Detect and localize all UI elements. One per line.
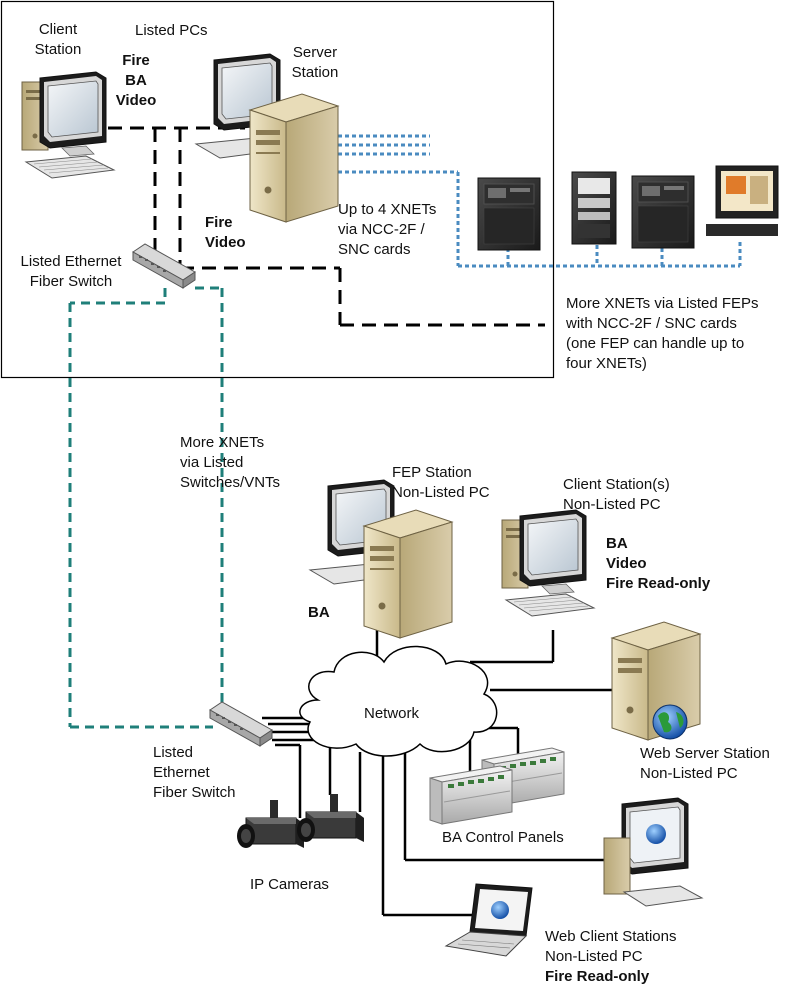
ip-camera-1: [236, 799, 305, 849]
listed-ethernet-switch-bottom: [209, 701, 273, 747]
web-clients-role-label: Fire Read-only: [545, 968, 650, 985]
listed-ethernet-switch-top: [132, 243, 196, 289]
network-cloud: [299, 645, 498, 757]
fire-panel-1: [477, 177, 541, 251]
network-label: Network: [364, 705, 420, 722]
fep-role-label: BA: [308, 604, 330, 621]
ip-cameras-label: IP Cameras: [250, 876, 329, 893]
fire-workstation: [706, 165, 779, 236]
ip-camera-2: [296, 793, 365, 843]
web-client-pc: [603, 797, 704, 907]
xnet-lines: [338, 134, 742, 268]
fiber-lines: [68, 286, 224, 729]
listed-pcs-label: Listed PCs: [135, 22, 208, 39]
fire-panel-2: [571, 171, 617, 245]
web-client-laptop: [444, 883, 533, 957]
ba-panels-label: BA Control Panels: [442, 829, 564, 846]
client-stations-label: Client Station(s)Non-Listed PC: [563, 476, 670, 513]
listed-zone-box: [0, 0, 555, 379]
client-stations-pc: [501, 509, 595, 617]
ba-control-panel-2: [429, 765, 513, 825]
fire-panel-3: [631, 175, 695, 249]
globe-icon: [652, 704, 688, 740]
fep-station-tower: [363, 509, 453, 639]
server-station-tower: [249, 93, 339, 223]
client-station-pc: [21, 71, 115, 179]
